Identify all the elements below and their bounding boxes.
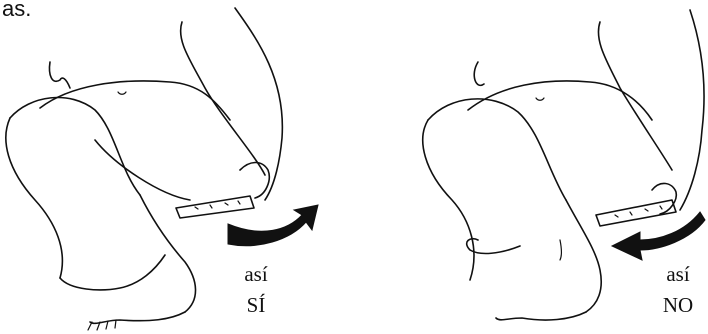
label-incorrect-bottom: NO	[654, 295, 702, 316]
label-correct-top: así	[236, 264, 276, 285]
label-incorrect: así NO	[654, 264, 702, 316]
label-correct-bottom: SÍ	[236, 295, 276, 316]
label-correct: así SÍ	[236, 264, 276, 316]
label-incorrect-top: así	[654, 264, 702, 285]
